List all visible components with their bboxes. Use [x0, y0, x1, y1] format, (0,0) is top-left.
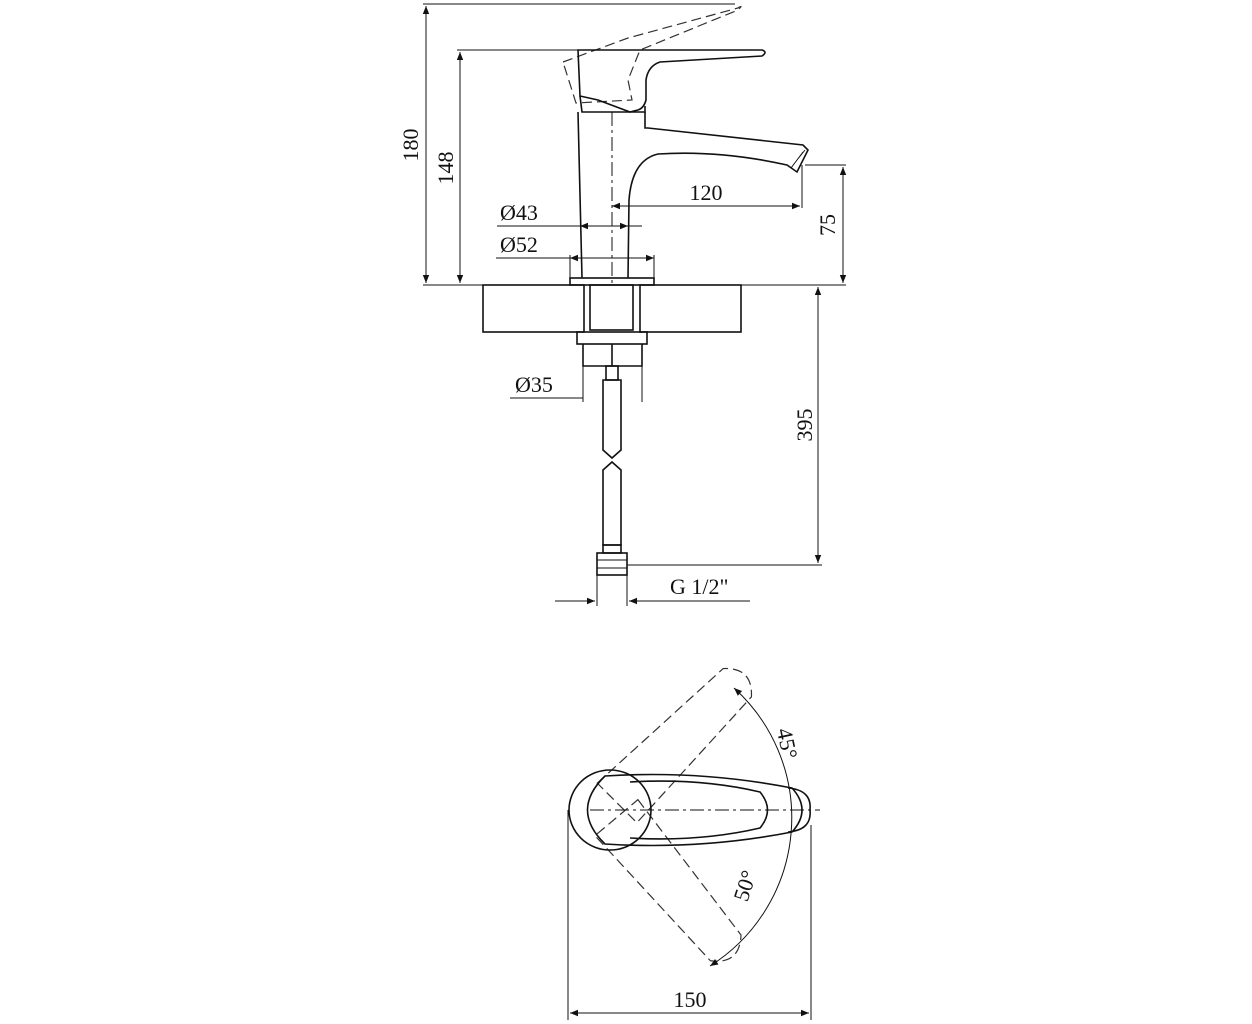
dim-label-g12: G 1/2"	[670, 574, 728, 599]
dim-label-150: 150	[674, 987, 707, 1012]
dim-label-d35: Ø35	[515, 372, 553, 397]
hose-fitting	[596, 552, 628, 576]
angle-label-45: 45°	[772, 726, 803, 761]
dim-label-180: 180	[398, 129, 423, 162]
dim-label-d43: Ø43	[500, 200, 538, 225]
dim-label-148: 148	[433, 152, 458, 185]
threaded-shank	[589, 284, 634, 331]
angle-label-50: 50°	[728, 867, 761, 904]
lever-handle	[577, 49, 766, 113]
side-view: 180 148 120 75 Ø43 Ø52	[398, 3, 847, 606]
angle-arc	[709, 687, 793, 967]
dim-label-75: 75	[815, 214, 840, 236]
flexible-hose	[602, 379, 622, 460]
raised-handle-outline	[562, 5, 742, 104]
dim-label-395: 395	[792, 409, 817, 442]
top-view: 45° 50° 150	[567, 667, 820, 1020]
countertop-section	[482, 284, 585, 333]
dim-label-d52: Ø52	[500, 232, 538, 257]
faucet-body	[577, 111, 809, 279]
mounting-nut	[576, 331, 648, 345]
dim-label-120: 120	[690, 180, 723, 205]
handle-position-back	[596, 667, 753, 824]
